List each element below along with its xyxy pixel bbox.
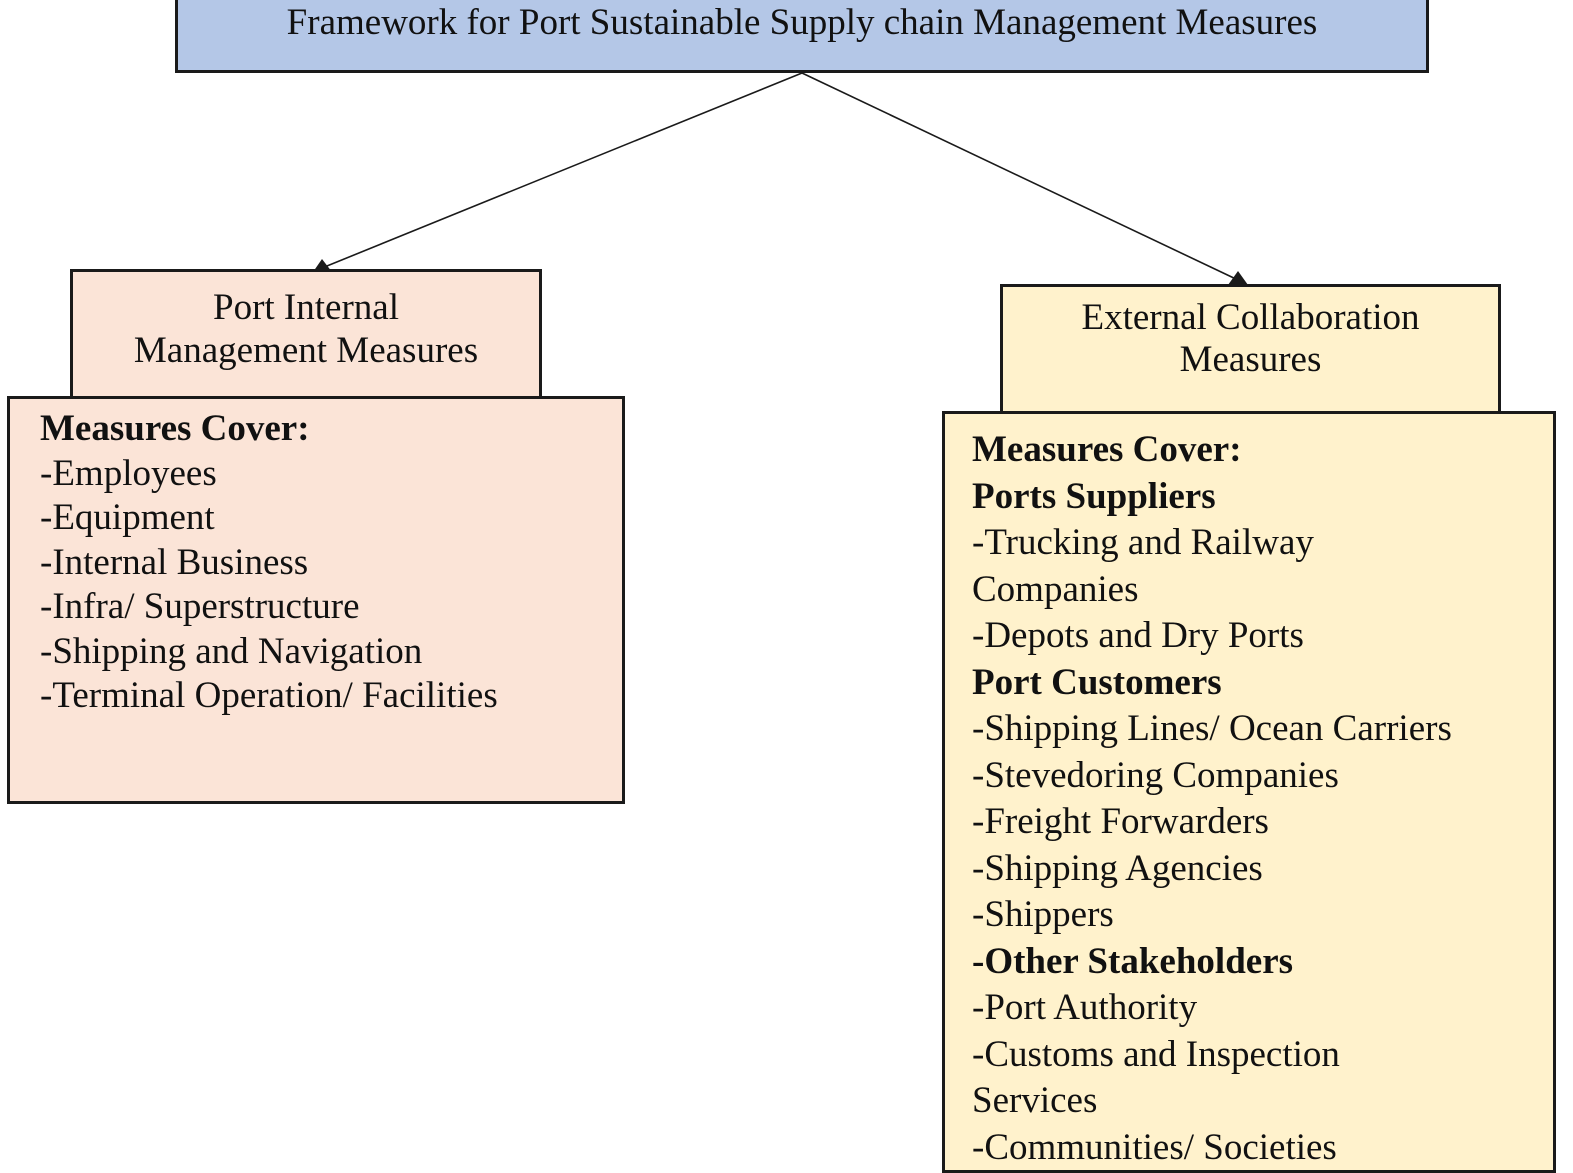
supplier-item: -Trucking and Railway <box>972 522 1314 563</box>
internal-item: -Shipping and Navigation <box>40 630 423 672</box>
external-heading-line-2: Measures <box>1179 339 1322 380</box>
external-cover-label: Measures Cover: <box>972 429 1242 470</box>
framework-title-box: Framework for Port Sustainable Supply ch… <box>175 0 1429 73</box>
arrowhead-external-icon <box>1228 271 1248 285</box>
suppliers-label: Ports Suppliers <box>972 475 1216 517</box>
stakeholders-heading: -Other Stakeholders <box>972 939 1553 986</box>
internal-item: -Internal Business <box>40 541 309 583</box>
internal-item: -Equipment <box>40 497 215 538</box>
external-measures-box: Measures Cover: Ports Suppliers -Truckin… <box>942 411 1556 1173</box>
arrow-line-to-external <box>801 72 1239 281</box>
customer-item: -Shippers <box>972 894 1114 935</box>
internal-heading-line-2: Management Measures <box>133 330 479 371</box>
internal-heading-line-1: Port Internal <box>213 287 399 328</box>
internal-cover-label: Measures Cover: <box>40 408 310 449</box>
external-heading-box: External Collaboration Measures <box>1000 284 1501 418</box>
customer-item: -Shipping Agencies <box>972 847 1263 889</box>
customer-item: -Freight Forwarders <box>972 801 1269 842</box>
stakeholder-item: -Port Authority <box>972 987 1198 1028</box>
internal-item: -Infra/ Superstructure <box>40 586 360 627</box>
internal-heading-box: Port Internal Management Measures <box>70 269 542 403</box>
stakeholders-prefix: - <box>972 940 985 982</box>
supplier-item: Companies <box>972 568 1139 610</box>
stakeholder-item: -Communities/ Societies <box>972 1126 1337 1168</box>
stakeholder-item: -Customs and Inspection <box>972 1033 1340 1075</box>
supplier-item: -Depots and Dry Ports <box>972 615 1304 656</box>
internal-item: -Terminal Operation/ Facilities <box>40 675 498 716</box>
customer-item: -Shipping Lines/ Ocean Carriers <box>972 708 1452 749</box>
internal-item: -Employees <box>40 452 217 494</box>
customers-label: Port Customers <box>972 661 1222 703</box>
stakeholder-item: Services <box>972 1080 1098 1121</box>
arrow-line-to-internal <box>321 72 803 269</box>
external-heading-line-1: External Collaboration <box>1081 297 1420 338</box>
stakeholders-label: Other Stakeholders <box>984 940 1294 982</box>
framework-title: Framework for Port Sustainable Supply ch… <box>286 2 1318 43</box>
internal-measures-box: Measures Cover: -Employees -Equipment -I… <box>7 396 625 804</box>
customer-item: -Stevedoring Companies <box>972 754 1339 796</box>
